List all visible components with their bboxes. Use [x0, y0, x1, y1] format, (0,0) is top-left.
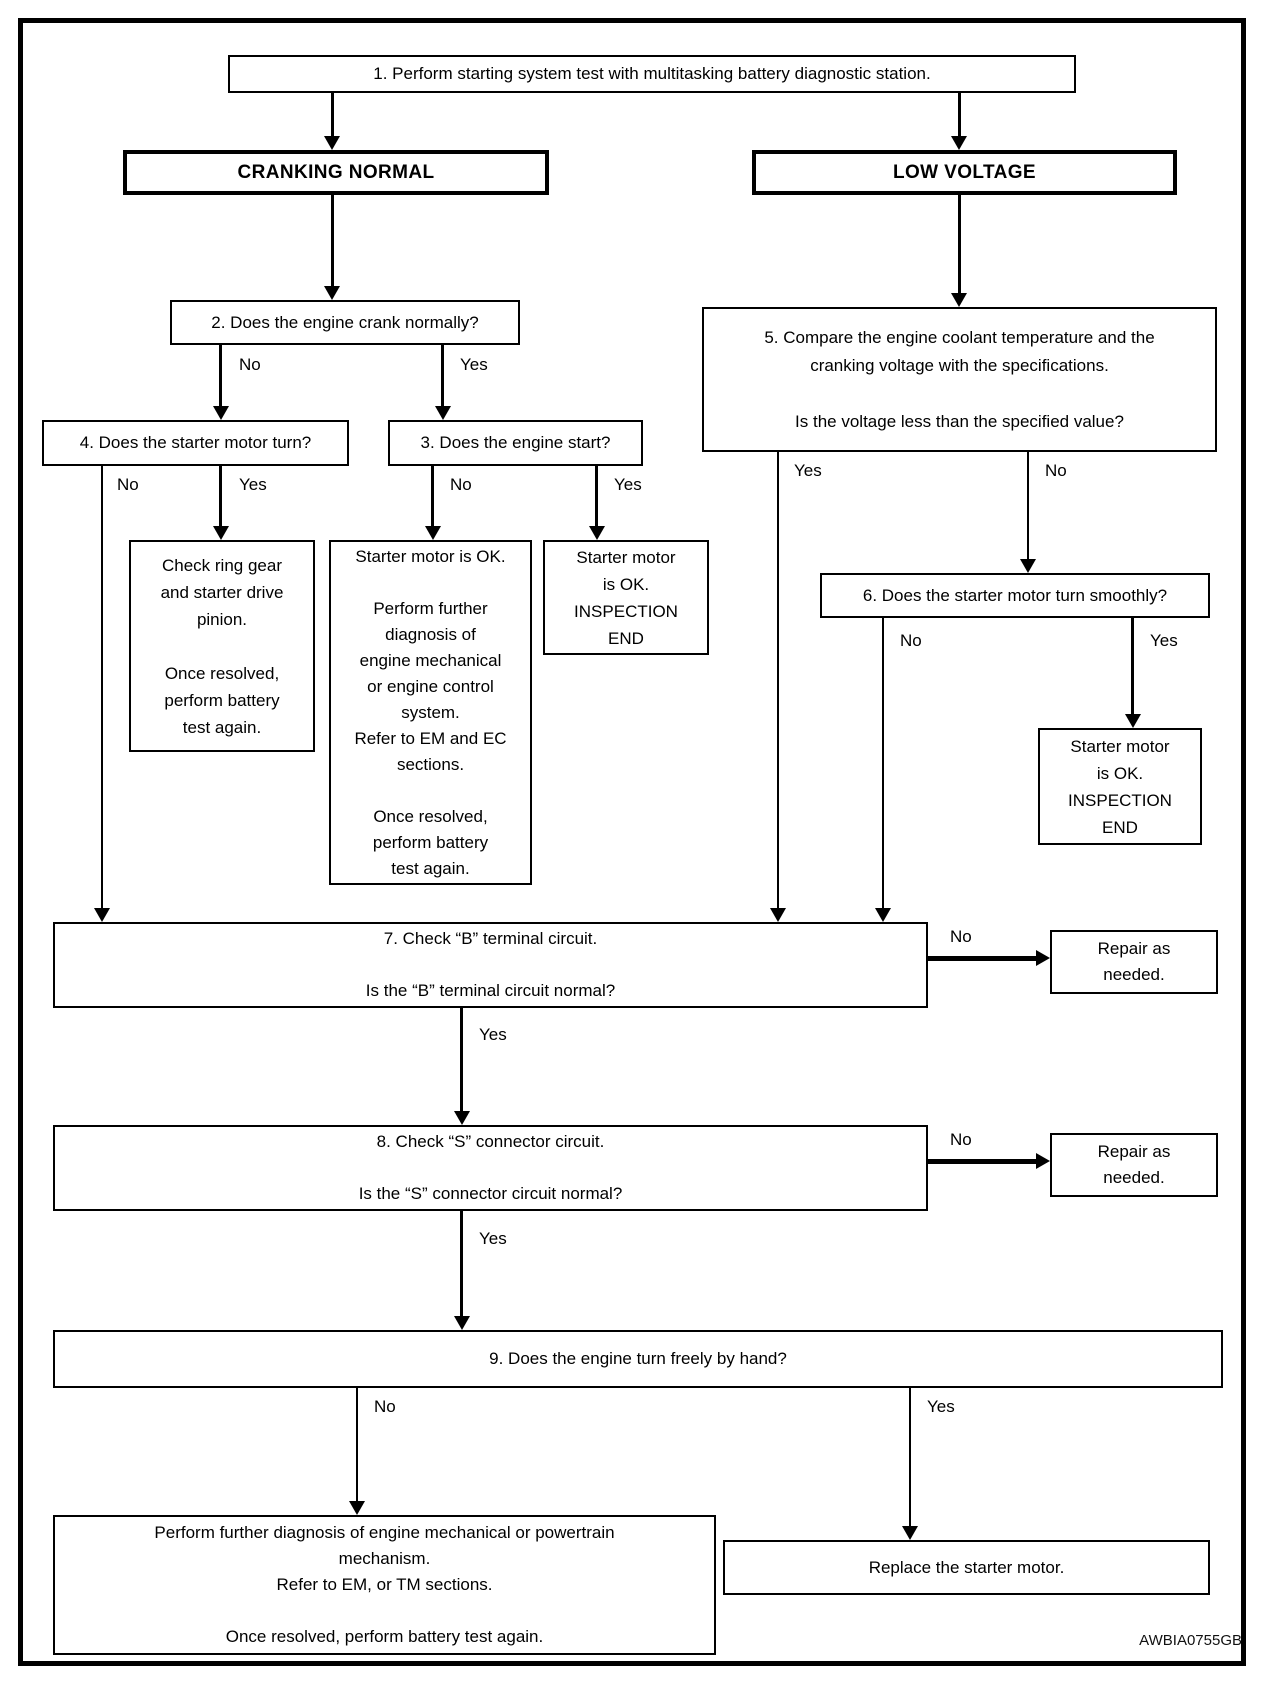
- arrow-down-icon: [454, 1111, 470, 1125]
- edge-label-no: No: [448, 475, 474, 494]
- connector-line: [219, 345, 222, 407]
- arrow-down-icon: [951, 136, 967, 150]
- connector-line: [928, 956, 1036, 961]
- figure-id-watermark: AWBIA0755GB: [1139, 1632, 1242, 1649]
- flowchart-node-step9: 9. Does the engine turn freely by hand?: [53, 1330, 1223, 1388]
- flowchart-node-step5: 5. Compare the engine coolant temperatur…: [702, 307, 1217, 452]
- connector-line: [101, 466, 103, 909]
- arrow-down-icon: [1125, 714, 1141, 728]
- flowchart-node-inspection-end-1: Starter motor is OK. INSPECTION END: [543, 540, 709, 655]
- flowchart-node-step2: 2. Does the engine crank normally?: [170, 300, 520, 345]
- connector-line: [777, 452, 779, 909]
- connector-line: [928, 1159, 1036, 1164]
- flowchart-node-check-ring-gear: Check ring gear and starter drive pinion…: [129, 540, 315, 752]
- edge-label-yes: Yes: [925, 1397, 957, 1416]
- flowchart-node-low-voltage: LOW VOLTAGE: [752, 150, 1177, 195]
- edge-label-no: No: [898, 631, 924, 650]
- flowchart-node-step4: 4. Does the starter motor turn?: [42, 420, 349, 466]
- connector-line: [431, 466, 434, 527]
- connector-line: [331, 93, 334, 137]
- flowchart-node-step1: 1. Perform starting system test with mul…: [228, 55, 1076, 93]
- edge-label-yes: Yes: [477, 1025, 509, 1044]
- flowchart-node-replace-starter: Replace the starter motor.: [723, 1540, 1210, 1595]
- connector-line: [882, 618, 884, 909]
- connector-line: [460, 1211, 463, 1317]
- flowchart-node-further-diag-powertrain: Perform further diagnosis of engine mech…: [53, 1515, 716, 1655]
- arrow-down-icon: [875, 908, 891, 922]
- edge-label-no: No: [372, 1397, 398, 1416]
- flowchart-node-cranking-normal: CRANKING NORMAL: [123, 150, 549, 195]
- connector-line: [595, 466, 598, 527]
- edge-label-yes: Yes: [792, 461, 824, 480]
- edge-label-no: No: [948, 927, 974, 946]
- connector-line: [356, 1388, 358, 1502]
- connector-line: [1131, 618, 1134, 715]
- edge-label-yes: Yes: [1148, 631, 1180, 650]
- flowchart-node-step8: 8. Check “S” connector circuit. Is the “…: [53, 1125, 928, 1211]
- arrow-right-icon: [1036, 1153, 1050, 1169]
- edge-label-no: No: [115, 475, 141, 494]
- edge-label-yes: Yes: [237, 475, 269, 494]
- arrow-down-icon: [1020, 559, 1036, 573]
- arrow-down-icon: [213, 526, 229, 540]
- flowchart-node-step7: 7. Check “B” terminal circuit. Is the “B…: [53, 922, 928, 1008]
- arrow-down-icon: [213, 406, 229, 420]
- connector-line: [219, 466, 222, 527]
- arrow-down-icon: [951, 293, 967, 307]
- edge-label-yes: Yes: [458, 355, 490, 374]
- flowchart-node-repair-1: Repair as needed.: [1050, 930, 1218, 994]
- edge-label-no: No: [1043, 461, 1069, 480]
- edge-label-no: No: [237, 355, 263, 374]
- connector-line: [1027, 452, 1029, 560]
- edge-label-yes: Yes: [612, 475, 644, 494]
- arrow-down-icon: [349, 1501, 365, 1515]
- arrow-down-icon: [435, 406, 451, 420]
- edge-label-no: No: [948, 1130, 974, 1149]
- arrow-down-icon: [902, 1526, 918, 1540]
- arrow-down-icon: [324, 286, 340, 300]
- arrow-down-icon: [94, 908, 110, 922]
- arrow-down-icon: [425, 526, 441, 540]
- flowchart-node-step3: 3. Does the engine start?: [388, 420, 643, 466]
- arrow-down-icon: [324, 136, 340, 150]
- arrow-down-icon: [454, 1316, 470, 1330]
- edge-label-yes: Yes: [477, 1229, 509, 1248]
- arrow-down-icon: [589, 526, 605, 540]
- connector-line: [460, 1008, 463, 1112]
- connector-line: [909, 1388, 911, 1527]
- flowchart-node-step6: 6. Does the starter motor turn smoothly?: [820, 573, 1210, 618]
- connector-line: [331, 195, 334, 287]
- connector-line: [958, 195, 961, 294]
- arrow-right-icon: [1036, 950, 1050, 966]
- arrow-down-icon: [770, 908, 786, 922]
- flowchart-node-starter-ok-further-diag: Starter motor is OK. Perform further dia…: [329, 540, 532, 885]
- connector-line: [441, 345, 444, 407]
- flowchart-node-repair-2: Repair as needed.: [1050, 1133, 1218, 1197]
- flowchart-node-inspection-end-2: Starter motor is OK. INSPECTION END: [1038, 728, 1202, 845]
- connector-line: [958, 93, 961, 137]
